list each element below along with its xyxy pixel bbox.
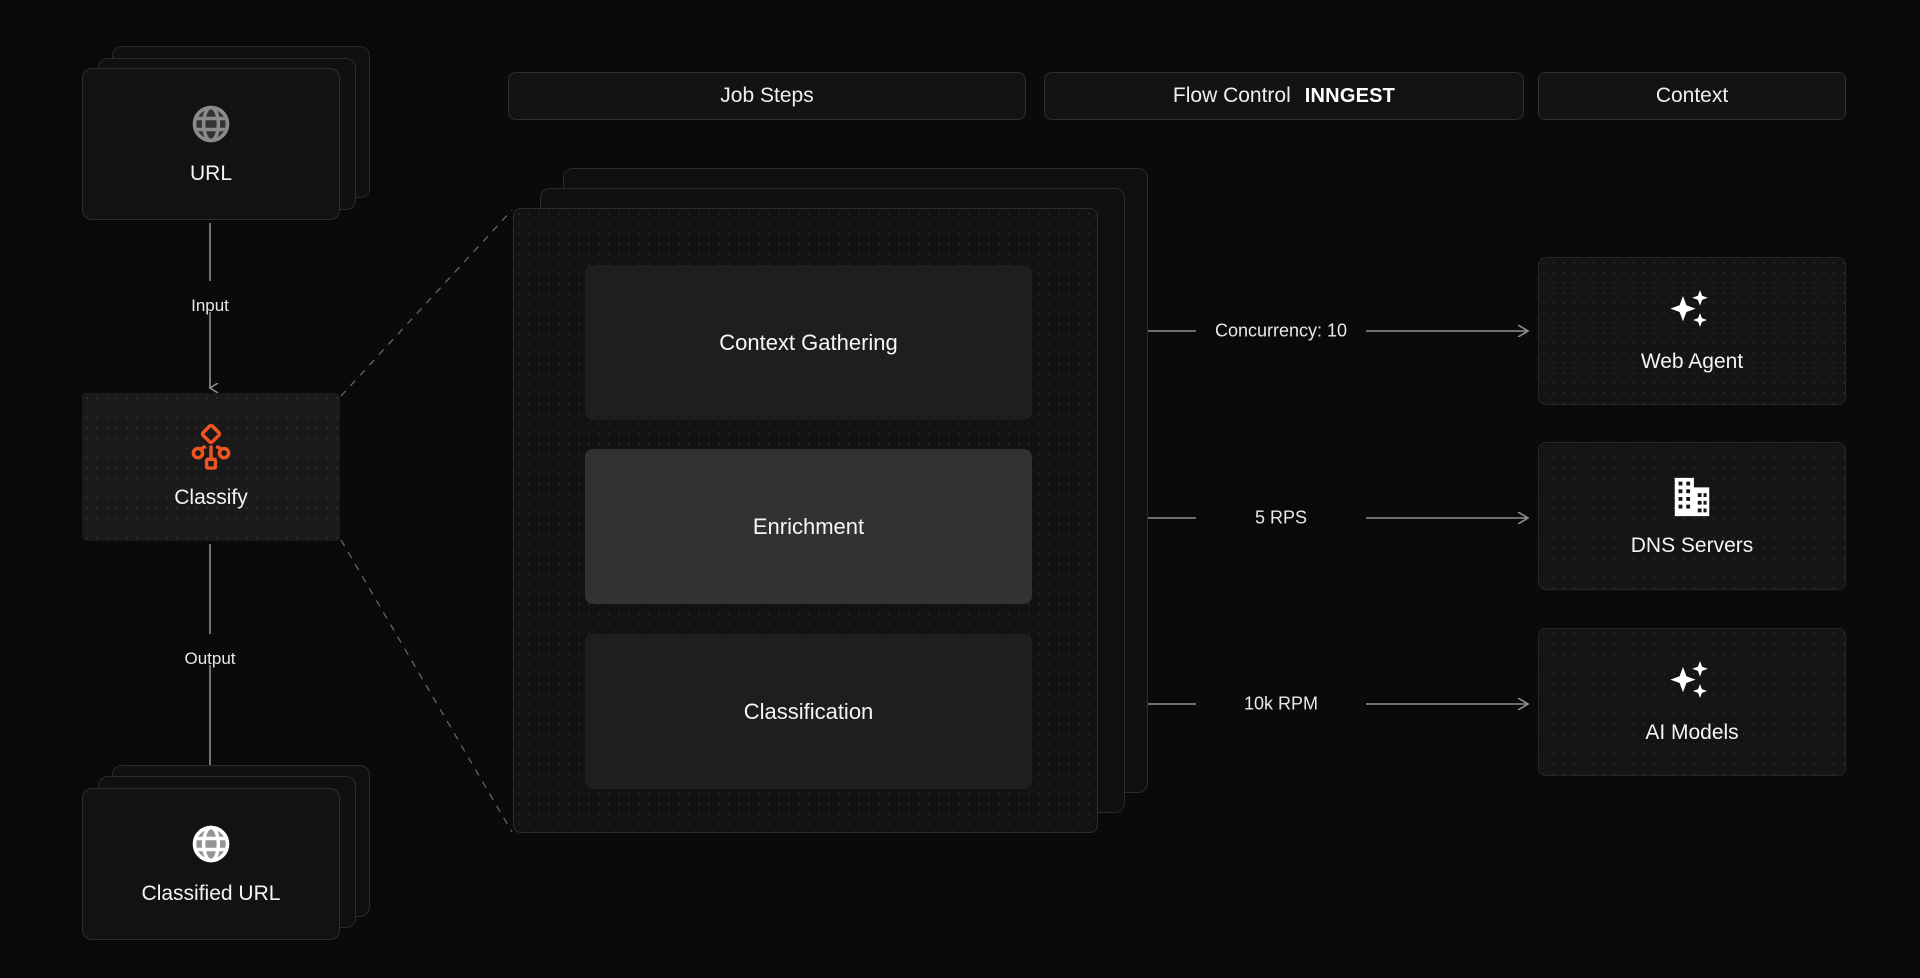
sparkles-icon — [1666, 659, 1718, 707]
tab-context[interactable]: Context — [1538, 72, 1846, 120]
context-card-label: DNS Servers — [1630, 534, 1754, 557]
context-card-label: Web Agent — [1640, 350, 1744, 373]
globe-icon — [189, 822, 233, 866]
sparkles-icon — [1666, 288, 1718, 336]
context-card-label: AI Models — [1645, 721, 1739, 744]
flow-label-rpm: 10k RPM — [1233, 693, 1329, 715]
tab-job-steps[interactable]: Job Steps — [508, 72, 1026, 120]
job-step-label: Enrichment — [752, 513, 865, 539]
globe-icon — [189, 102, 233, 146]
job-step-enrichment[interactable]: Enrichment — [585, 449, 1032, 604]
node-url[interactable]: URL — [82, 68, 340, 220]
job-step-label: Classification — [743, 698, 874, 724]
node-classify-label: Classify — [174, 486, 248, 509]
node-classified-url-label: Classified URL — [141, 882, 281, 905]
branch-flow-icon — [188, 424, 234, 470]
node-classified-url[interactable]: Classified URL — [82, 788, 340, 940]
building-icon — [1668, 474, 1716, 520]
job-step-classification[interactable]: Classification — [585, 634, 1032, 789]
tab-flow-control[interactable]: Flow Control INNGEST — [1044, 72, 1524, 120]
tab-context-label: Context — [1655, 84, 1729, 107]
job-steps-panel: Context Gathering Enrichment Classificat… — [513, 208, 1098, 833]
context-card-web-agent[interactable]: Web Agent — [1538, 257, 1846, 405]
job-step-label: Context Gathering — [719, 329, 898, 355]
inngest-wordmark: INNGEST — [1304, 84, 1396, 107]
edge-label-output: Output — [184, 649, 236, 668]
node-classify[interactable]: Classify — [82, 393, 340, 541]
context-card-dns-servers[interactable]: DNS Servers — [1538, 442, 1846, 590]
context-card-ai-models[interactable]: AI Models — [1538, 628, 1846, 776]
job-step-context-gathering[interactable]: Context Gathering — [585, 265, 1032, 420]
node-url-label: URL — [189, 162, 232, 185]
tab-flow-control-label: Flow Control — [1172, 84, 1291, 107]
edge-label-input: Input — [191, 296, 229, 315]
flow-label-concurrency: Concurrency: 10 — [1204, 320, 1358, 342]
tab-job-steps-label: Job Steps — [720, 84, 814, 107]
flow-label-rps: 5 RPS — [1244, 507, 1318, 529]
